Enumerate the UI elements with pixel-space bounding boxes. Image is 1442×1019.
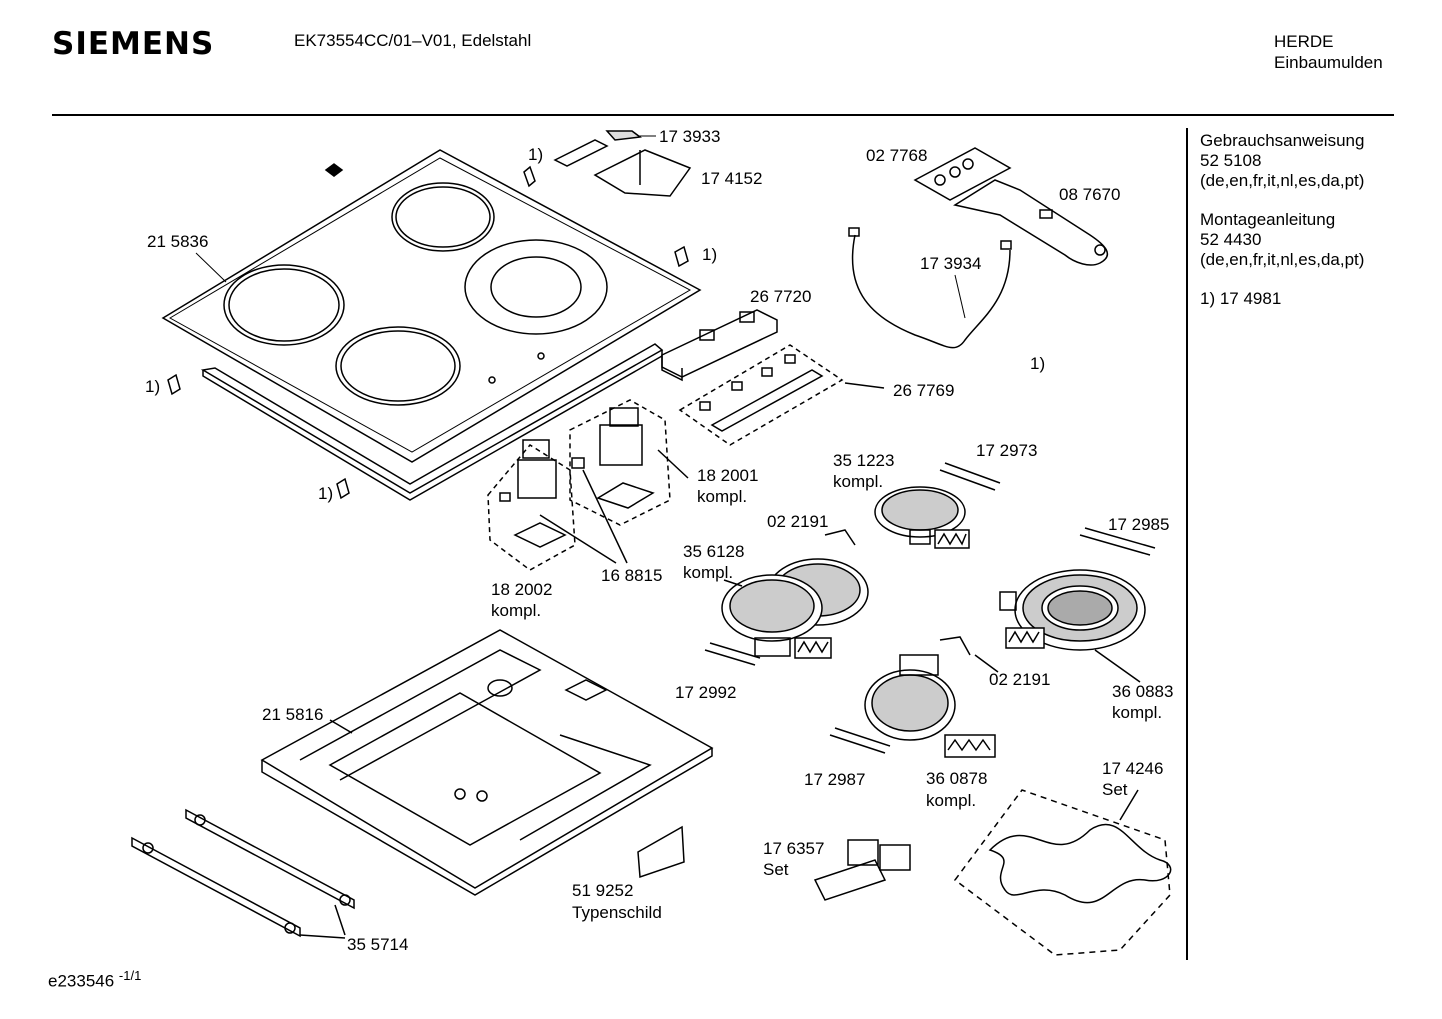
control-module-267720 [661, 309, 778, 382]
model-title: EK73554CC/01–V01, Edelstahl [294, 31, 532, 50]
label-182001-kompl: kompl. [697, 487, 747, 506]
heater-356128 [721, 558, 869, 659]
footnote-marker-1: 1) [528, 145, 543, 164]
label-027768: 02 7768 [866, 146, 927, 165]
terminal-block-176357 [813, 839, 911, 901]
install-languages: (de,en,fr,it,nl,es,da,pt) [1200, 250, 1365, 269]
label-174246-set: Set [1102, 780, 1128, 799]
sidebar-divider [1186, 128, 1188, 960]
label-172987: 17 2987 [804, 770, 865, 789]
footnote: 1) 17 4981 [1200, 289, 1282, 308]
thermal-cutout-174152 [593, 149, 692, 197]
footnote-marker-3: 1) [1030, 354, 1045, 373]
switch-set-267769 [678, 344, 885, 446]
manual-info: Gebrauchsanweisung 52 5108 (de,en,fr,it,… [1200, 131, 1364, 191]
label-215836: 21 5836 [147, 232, 208, 251]
category-line-2: Einbaumulden [1274, 53, 1383, 72]
label-356128-kompl: kompl. [683, 563, 733, 582]
label-267769: 26 7769 [893, 381, 954, 400]
label-360878: 36 0878 [926, 769, 987, 788]
label-087670: 08 7670 [1059, 185, 1120, 204]
install-number: 52 4430 [1200, 230, 1262, 249]
sensor-part-173933 [553, 130, 642, 167]
label-215816: 21 5816 [262, 705, 323, 724]
label-182002-kompl: kompl. [491, 601, 541, 620]
install-info: Montageanleitung 52 4430 (de,en,fr,it,nl… [1200, 210, 1364, 270]
bottom-housing [260, 629, 714, 896]
page-number: -1/1 [118, 968, 142, 983]
manual-number: 52 5108 [1200, 151, 1262, 170]
doc-id: e233546 [48, 971, 115, 991]
label-022191-b: 02 2191 [989, 670, 1050, 689]
label-172985: 17 2985 [1108, 515, 1169, 534]
label-360883-kompl: kompl. [1112, 703, 1162, 722]
bracket-172985 [1079, 527, 1156, 556]
part-labels: 17 3933 17 4152 02 7768 08 7670 21 5836 … [145, 127, 1173, 954]
label-351223: 35 1223 [833, 451, 894, 470]
label-173934: 17 3934 [920, 254, 981, 273]
wire-173934 [848, 227, 1012, 349]
label-168815: 16 8815 [601, 566, 662, 585]
label-356128: 35 6128 [683, 542, 744, 561]
label-360878-kompl: kompl. [926, 791, 976, 810]
regulator-182002 [487, 439, 585, 571]
label-176357-set: Set [763, 860, 789, 879]
bracket-022191-b [939, 636, 999, 673]
label-519252: 51 9252 [572, 881, 633, 900]
label-355714: 35 5714 [347, 935, 408, 954]
category-line-1: HERDE [1274, 32, 1334, 51]
label-267720: 26 7720 [750, 287, 811, 306]
label-182001: 18 2001 [697, 466, 758, 485]
label-174246: 17 4246 [1102, 759, 1163, 778]
heater-360883 [999, 569, 1146, 683]
scraper-087670 [913, 147, 1109, 266]
heater-351223 [874, 486, 970, 549]
heater-360878 [864, 654, 996, 758]
leader-168815-a [539, 514, 617, 564]
label-351223-kompl: kompl. [833, 472, 883, 491]
label-173933: 17 3933 [659, 127, 720, 146]
regulator-182001 [569, 399, 689, 526]
label-022191-a: 02 2191 [767, 512, 828, 531]
label-182002: 18 2002 [491, 580, 552, 599]
gasket-frame [200, 343, 664, 501]
category: HERDE Einbaumulden [1274, 31, 1383, 73]
brand-logo: SIEMENS [52, 26, 215, 62]
sidebar: Gebrauchsanweisung 52 5108 (de,en,fr,it,… [1200, 131, 1364, 328]
leader-168815-b [582, 469, 628, 564]
header-rule [52, 114, 1394, 116]
rating-plate-519252 [637, 825, 685, 879]
label-typenschild: Typenschild [572, 903, 662, 922]
bracket-172973 [939, 462, 1001, 491]
bracket-172987 [829, 727, 891, 754]
label-176357: 17 6357 [763, 839, 824, 858]
install-title: Montageanleitung [1200, 210, 1336, 229]
mounting-rails-355714 [131, 808, 355, 939]
leader-215816 [329, 719, 353, 734]
label-172992: 17 2992 [675, 683, 736, 702]
label-174152: 17 4152 [701, 169, 762, 188]
manual-title: Gebrauchsanweisung [1200, 131, 1365, 150]
footnote-marker-4: 1) [145, 377, 160, 396]
footnote-marker-5: 1) [318, 484, 333, 503]
bracket-022191-a [824, 529, 856, 546]
label-360883: 36 0883 [1112, 682, 1173, 701]
manual-languages: (de,en,fr,it,nl,es,da,pt) [1200, 171, 1365, 190]
footnote-marker-2: 1) [702, 245, 717, 264]
bracket-172992 [704, 642, 761, 666]
label-172973: 17 2973 [976, 441, 1037, 460]
cable-set-174246 [953, 789, 1172, 956]
clip-icons [167, 163, 689, 500]
footer-doc-id: e233546 -1/1 [48, 968, 141, 992]
cooktop-glass [161, 149, 702, 463]
